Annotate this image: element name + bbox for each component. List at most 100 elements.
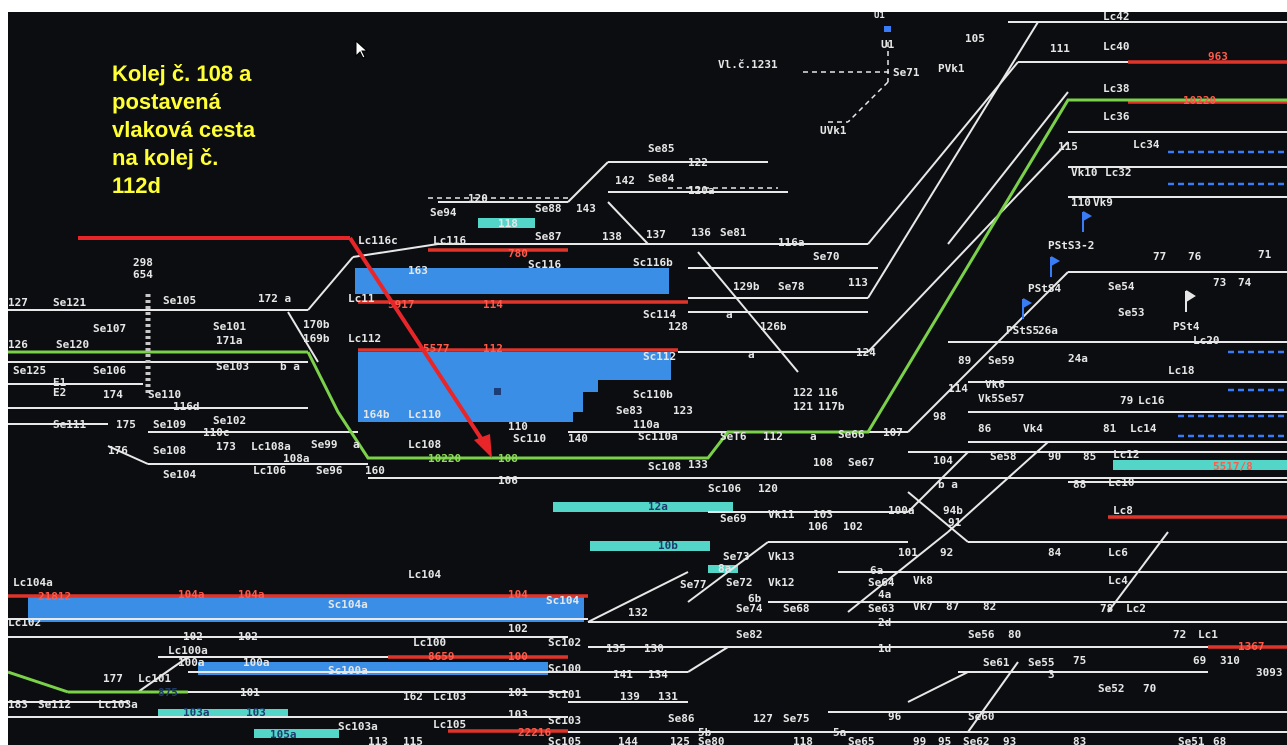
label-120a: 120a bbox=[688, 184, 715, 197]
label-121: 121 bbox=[793, 400, 813, 413]
label-se105: Se105 bbox=[163, 294, 196, 307]
indicator-icon bbox=[884, 26, 891, 32]
label-174: 174 bbox=[103, 388, 123, 401]
label-lc112: Lc112 bbox=[348, 332, 381, 345]
label-lc104a: Lc104a bbox=[13, 576, 53, 589]
label-73: 73 bbox=[1213, 276, 1226, 289]
label-set6: SeT6 bbox=[720, 430, 747, 443]
label-101-a: 101 bbox=[240, 686, 260, 699]
label-113: 113 bbox=[848, 276, 868, 289]
label-140: 140 bbox=[568, 432, 588, 445]
label-se78: Se78 bbox=[778, 280, 805, 293]
label-71: 71 bbox=[1258, 248, 1272, 261]
label-lc40: Lc40 bbox=[1103, 40, 1130, 53]
label-128: 128 bbox=[668, 320, 688, 333]
label-126b: 126b bbox=[760, 320, 787, 333]
occupied-block-112-lower bbox=[358, 378, 671, 422]
label-se96: Se96 bbox=[316, 464, 343, 477]
label-131: 131 bbox=[658, 690, 678, 703]
label-90: 90 bbox=[1048, 450, 1061, 463]
label-se94: Se94 bbox=[430, 206, 457, 219]
label-sc103: Sc103 bbox=[548, 714, 581, 727]
label-110: 110 bbox=[508, 420, 528, 433]
label-126: 126 bbox=[8, 338, 28, 351]
flag-icon bbox=[1082, 211, 1093, 232]
label-sc100a: Sc100a bbox=[328, 664, 368, 677]
label-se65: Se65 bbox=[848, 735, 875, 745]
blue-route-lines bbox=[1168, 150, 1287, 438]
label-127-b: 127 bbox=[753, 712, 773, 725]
label-108: 108 bbox=[813, 456, 833, 469]
label-lc4: Lc4 bbox=[1108, 574, 1128, 587]
label-100a-1: 100a bbox=[178, 656, 205, 669]
label-lc34: Lc34 bbox=[1133, 138, 1160, 151]
label-se75: Se75 bbox=[783, 712, 810, 725]
label-lc10: Lc10 bbox=[1108, 476, 1135, 489]
label-141: 141 bbox=[613, 668, 633, 681]
label-130: 130 bbox=[644, 642, 664, 655]
label-115: 115 bbox=[1058, 140, 1078, 153]
mouse-cursor-icon bbox=[355, 40, 369, 59]
label-vk6: Vk6 bbox=[985, 378, 1005, 391]
label-se66: Se66 bbox=[838, 428, 865, 441]
label-sc114: Sc114 bbox=[643, 308, 676, 321]
label-139: 139 bbox=[620, 690, 640, 703]
label-lc116c: Lc116c bbox=[358, 234, 398, 247]
cyan-block-103a bbox=[158, 709, 288, 717]
label-se67: Se67 bbox=[848, 456, 875, 469]
annotation-text: Kolej č. 108 a postavená vlaková cesta n… bbox=[112, 60, 352, 200]
label-129b: 129b bbox=[733, 280, 760, 293]
label-se83: Se83 bbox=[616, 404, 643, 417]
label-se71: Se71 bbox=[893, 66, 920, 79]
label-se60: Se60 bbox=[968, 710, 995, 723]
label-se87: Se87 bbox=[535, 230, 562, 243]
label-116: 116 bbox=[818, 386, 838, 399]
label-138: 138 bbox=[602, 230, 622, 243]
label-se68: Se68 bbox=[783, 602, 810, 615]
label-95: 95 bbox=[938, 735, 951, 745]
label-se52: Se52 bbox=[1098, 682, 1125, 695]
label-u1: U1 bbox=[881, 38, 895, 51]
label-164b: 164b bbox=[363, 408, 390, 421]
flag-icon bbox=[1022, 298, 1033, 319]
label-110: 110 bbox=[1071, 196, 1091, 209]
label-86: 86 bbox=[978, 422, 992, 435]
label-102-b: 102 bbox=[238, 630, 258, 643]
label-102: 102 bbox=[843, 520, 863, 533]
label-lc103a: Lc103a bbox=[98, 698, 138, 711]
label-113-b: 113 bbox=[368, 735, 388, 745]
label-69: 69 bbox=[1193, 654, 1206, 667]
label-se110: Se110 bbox=[148, 388, 181, 401]
label-103a-2: 103 bbox=[246, 706, 266, 719]
label-89: 89 bbox=[958, 354, 971, 367]
occupied-tracks bbox=[8, 60, 1287, 733]
label-se99: Se99 bbox=[311, 438, 338, 451]
label-143: 143 bbox=[576, 202, 596, 215]
cyan-block-105a bbox=[254, 729, 339, 738]
label-a-2: a bbox=[748, 348, 755, 361]
label-se58: Se58 bbox=[990, 450, 1017, 463]
label-160: 160 bbox=[365, 464, 385, 477]
label-a-3: a bbox=[353, 438, 360, 451]
label-177: 177 bbox=[103, 672, 123, 685]
label-92: 92 bbox=[940, 546, 953, 559]
label-train-number: Vl.č.1231 bbox=[718, 58, 778, 71]
cyan-block-8a bbox=[708, 565, 738, 573]
label-lc6: Lc6 bbox=[1108, 546, 1128, 559]
label-74: 74 bbox=[1238, 276, 1252, 289]
label-lc12: Lc12 bbox=[1113, 448, 1140, 461]
label-se59: Se59 bbox=[988, 354, 1015, 367]
label-se54: Se54 bbox=[1108, 280, 1135, 293]
label-se74: Se74 bbox=[736, 602, 763, 615]
label-127: 127 bbox=[8, 296, 28, 309]
label-80: 80 bbox=[1008, 628, 1021, 641]
label-a: a bbox=[726, 308, 733, 321]
label-sc116: Sc116 bbox=[528, 258, 561, 271]
label-3093: 3093 bbox=[1256, 666, 1283, 679]
label-lc101: Lc101 bbox=[138, 672, 171, 685]
label-lc106: Lc106 bbox=[253, 464, 286, 477]
label-115-b: 115 bbox=[403, 735, 423, 745]
label-se102: Se102 bbox=[213, 414, 246, 427]
label-lc104: Lc104 bbox=[408, 568, 441, 581]
label-93: 93 bbox=[1003, 735, 1016, 745]
